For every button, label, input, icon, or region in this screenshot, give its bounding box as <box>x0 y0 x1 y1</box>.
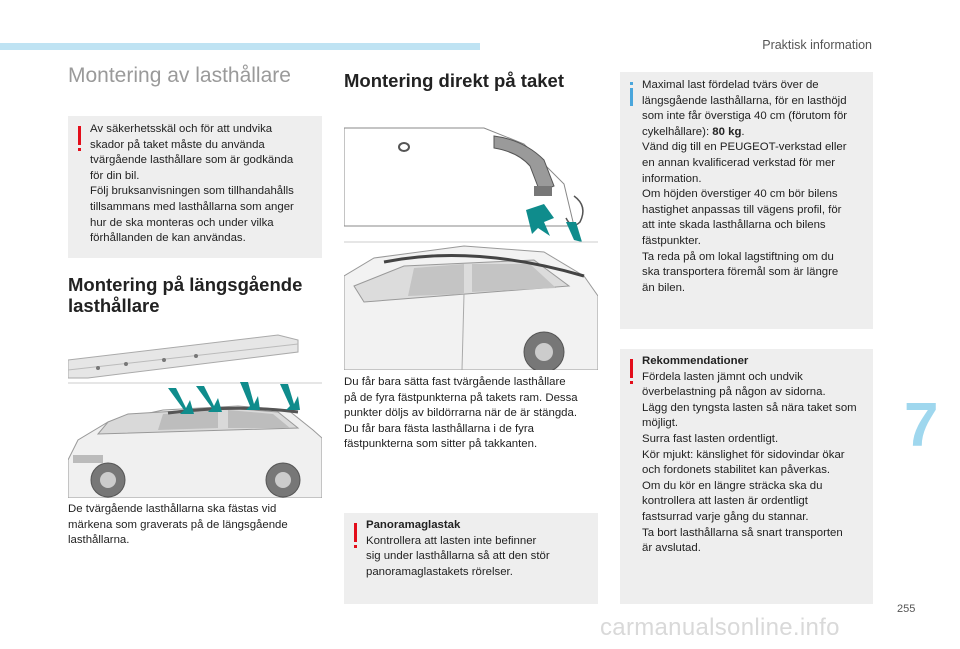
warning-title: Panoramaglastak <box>366 519 461 531</box>
text-line: Lägg den tyngsta lasten så nära taket so… <box>642 401 857 414</box>
roof-fixing-illustration <box>343 126 599 373</box>
text-line: De tvärgående lasthållarna ska fästas vi… <box>68 503 277 515</box>
text-line: är avslutad. <box>642 542 701 555</box>
text-line: tvärgående lasthållare som är godkända <box>90 154 294 167</box>
text-line: hur de ska monteras och under vilka <box>90 216 274 229</box>
heading-line: Montering på längsgående <box>68 274 303 295</box>
text-line: ska transportera föremål som är längre <box>642 266 839 279</box>
text-line: för din bil. <box>90 169 140 182</box>
text-line: och fordonets stabilitet kan påverkas. <box>642 464 831 477</box>
safety-warning-text: Av säkerhetsskäl och för att undvika ska… <box>90 122 318 247</box>
text-line: Ta bort lasthållarna så snart transporte… <box>642 526 843 539</box>
text-line: Om höjden överstiger 40 cm bör bilens <box>642 188 838 201</box>
text-line: Av säkerhetsskäl och för att undvika <box>90 123 273 135</box>
text-line: Fördela lasten jämnt och undvik <box>642 370 803 383</box>
warning-exclamation-dot <box>630 381 633 384</box>
text-line: möjligt. <box>642 417 679 430</box>
warning-exclamation-dot <box>354 545 357 548</box>
text-line: Vänd dig till en PEUGEOT-verkstad eller <box>642 141 847 154</box>
text-line: märkena som graverats på de längsgående <box>68 518 288 531</box>
longitudinal-rails-caption: De tvärgående lasthållarna ska fästas vi… <box>68 502 324 549</box>
text-line: förhållanden de kan användas. <box>90 232 246 245</box>
text-line: Kontrollera att lasten inte befinner <box>366 534 537 547</box>
section-header: Praktisk information <box>762 38 872 52</box>
fixing-point-arrow-icon <box>168 382 300 414</box>
text-line: fästpunkterna som sitter på takkanten. <box>344 438 538 451</box>
text-line: Kör mjukt: känslighet för sidovindar öka… <box>642 448 845 461</box>
text-line: punkter döljs av bildörrarna när de är s… <box>344 407 578 420</box>
heading-direct-roof: Montering direkt på taket <box>344 70 564 91</box>
info-i-icon <box>630 82 633 85</box>
warning-exclamation-icon <box>630 359 633 378</box>
watermark: carmanualsonline.info <box>600 614 840 641</box>
text-line: lasthållarna. <box>68 534 130 547</box>
max-load-info-text: Maximal last fördelad tvärs över de läng… <box>642 78 870 296</box>
text-line: längsgående lasthållarna, för en lasthöj… <box>642 94 847 107</box>
text-line: panoramaglastakets rörelser. <box>366 565 513 578</box>
chapter-number: 7 <box>904 391 939 460</box>
text-line: cykelhållare): 80 kg. <box>642 125 870 141</box>
roof-rail-illustration <box>67 330 323 499</box>
text-line: tillsammans med lasthållarna som anger <box>90 200 294 213</box>
text-span: cykelhållare): <box>642 125 713 138</box>
direct-roof-body: Du får bara sätta fast tvärgående lasthå… <box>344 375 600 453</box>
text-line: fastsurrad varje gång du stannar. <box>642 510 809 523</box>
text-line: på de fyra fästpunkterna på takets ram. … <box>344 391 578 404</box>
info-i-bar <box>630 88 633 106</box>
top-accent-bar <box>0 43 480 50</box>
warning-exclamation-icon <box>354 523 357 542</box>
heading-line: lasthållare <box>68 295 160 316</box>
text-line: skador på taket måste du använda <box>90 138 265 151</box>
text-line: hastighet anpassas till vägens profil, f… <box>642 203 842 216</box>
text-line: sig under lasthållarna så att den stör <box>366 550 550 563</box>
recommendations-warning-box: Rekommendationer Fördela lasten jämnt oc… <box>620 349 873 604</box>
panorama-warning-text: Panoramaglastak Kontrollera att lasten i… <box>366 518 594 580</box>
panorama-warning-box: Panoramaglastak Kontrollera att lasten i… <box>344 513 598 604</box>
text-line: överbelastning på någon av sidorna. <box>642 386 826 399</box>
page-number: 255 <box>897 603 916 615</box>
text-line: Maximal last fördelad tvärs över de <box>642 79 819 91</box>
max-load-info-box: Maximal last fördelad tvärs över de läng… <box>620 72 873 329</box>
text-line: information. <box>642 172 702 185</box>
text-line: Ta reda på om lokal lagstiftning om du <box>642 250 834 263</box>
text-line: Om du kör en längre sträcka ska du <box>642 479 823 492</box>
max-load-value: 80 kg <box>712 125 742 138</box>
fixing-point-arrow-icon <box>526 204 582 242</box>
text-line: Du får bara sätta fast tvärgående lasthå… <box>344 376 566 388</box>
text-line: kontrollera att lasten är ordentligt <box>642 495 808 508</box>
text-line: Surra fast lasten ordentligt. <box>642 432 779 445</box>
text-line: en annan kvalificerad verkstad för mer <box>642 156 836 169</box>
warning-exclamation-dot <box>78 148 81 151</box>
safety-warning-box: Av säkerhetsskäl och för att undvika ska… <box>68 116 322 258</box>
recommendations-text: Rekommendationer Fördela lasten jämnt oc… <box>642 354 872 557</box>
text-line: Följ bruksanvisningen som tillhandahålls <box>90 185 294 198</box>
heading-longitudinal-rails: Montering på längsgående lasthållare <box>68 274 328 316</box>
text-line: som inte får överstiga 40 cm (förutom fö… <box>642 110 848 123</box>
warning-title: Rekommendationer <box>642 355 749 367</box>
text-line: fästpunkter. <box>642 234 701 247</box>
warning-exclamation-icon <box>78 126 81 145</box>
text-line: än bilen. <box>642 281 686 294</box>
text-line: Du får bara fästa lasthållarna i de fyra <box>344 422 534 435</box>
text-span: . <box>741 125 745 138</box>
page-title: Montering av lasthållare <box>68 64 291 87</box>
text-line: att inte skada lasthållarna och bilens <box>642 219 826 232</box>
